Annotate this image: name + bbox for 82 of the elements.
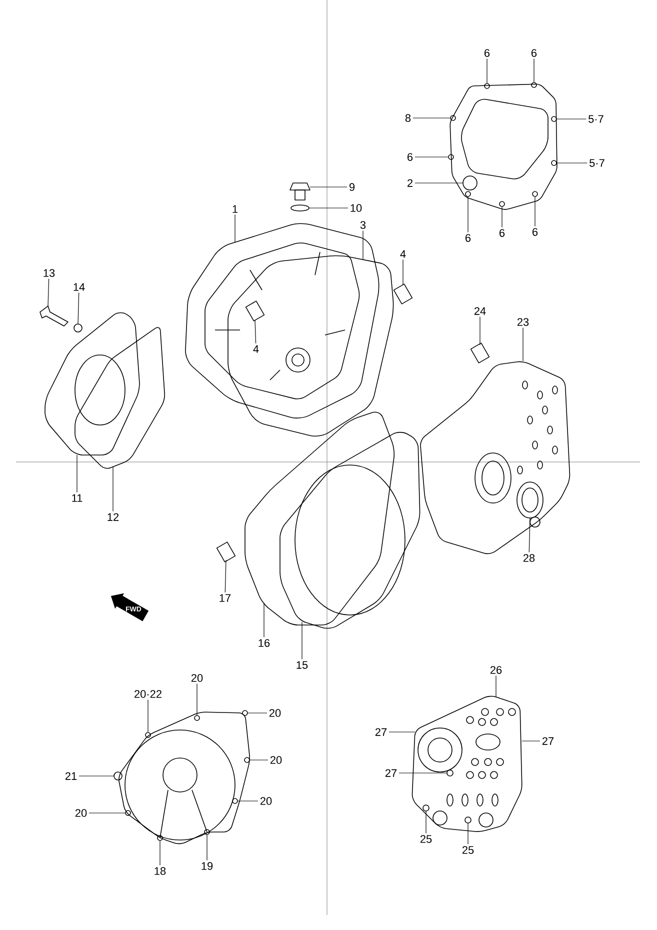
leader-line	[556, 118, 586, 120]
leader-line	[88, 812, 126, 814]
leader-line	[224, 560, 226, 593]
callout-number: 10	[350, 204, 362, 212]
gasket-drawing	[74, 327, 166, 469]
callout-number: 3	[360, 221, 366, 229]
leader-line	[248, 712, 268, 714]
leader-line	[310, 186, 348, 188]
leader-line	[414, 156, 448, 158]
washer-drawing	[74, 324, 82, 332]
callout-number: 5·7	[588, 115, 604, 123]
callout-number: 6	[408, 153, 413, 161]
leader-line	[522, 740, 540, 742]
callout-number: 23	[517, 318, 529, 326]
callout-number: 17	[220, 594, 231, 602]
leader-line	[534, 196, 536, 227]
leader-line	[402, 259, 404, 286]
callout-number: 12	[108, 513, 119, 521]
callout-number: 6	[532, 49, 537, 57]
cover-drawing	[114, 710, 250, 844]
callout-number: 15	[296, 661, 308, 669]
callout-number: 16	[258, 639, 270, 647]
cover-drawing	[448, 82, 558, 210]
washer-drawing	[290, 204, 310, 212]
cover-drawing	[44, 312, 140, 456]
leader-line	[78, 292, 80, 324]
callout-number: 20	[260, 797, 272, 805]
callout-number: 27	[375, 728, 387, 736]
leader-line	[206, 834, 208, 861]
callout-number: 20	[75, 809, 87, 817]
callout-number: 13	[44, 269, 55, 277]
leader-line	[48, 278, 50, 306]
leader-line	[196, 683, 198, 716]
gasket-drawing	[244, 412, 395, 626]
callout-number: 20	[269, 709, 281, 717]
callout-number: 26	[490, 666, 502, 674]
leader-line	[254, 320, 256, 344]
leader-line	[522, 327, 524, 362]
cover-drawing	[280, 432, 420, 629]
leader-line	[398, 772, 448, 774]
dowel-drawing	[216, 542, 236, 562]
callout-number: 24	[474, 307, 486, 315]
callout-number: 9	[349, 183, 355, 191]
callout-number: 14	[74, 283, 85, 291]
dowel-drawing	[393, 284, 413, 304]
bolt-drawing	[40, 306, 68, 326]
callout-number: 18	[154, 867, 166, 875]
callout-number: 4	[400, 250, 406, 258]
callout-number: 6	[466, 234, 471, 242]
callout-number: 5·7	[590, 159, 604, 167]
callout-number: 21	[65, 772, 77, 780]
callout-number: 19	[202, 862, 213, 870]
leader-line	[486, 58, 488, 84]
cover-drawing	[420, 361, 570, 554]
leader-line	[414, 182, 464, 184]
dowel-drawing	[470, 342, 490, 364]
cover-drawing	[412, 696, 522, 832]
cover-drawing	[185, 223, 380, 418]
callout-number: 2	[408, 179, 412, 187]
callout-number: 27	[542, 737, 554, 745]
leader-line	[76, 454, 78, 493]
leader-line	[238, 800, 258, 802]
callout-number: 20	[191, 674, 203, 682]
callout-number: 1	[232, 205, 238, 213]
callout-number: 27	[385, 769, 397, 777]
leader-line	[528, 518, 530, 553]
callout-number: 20·22	[134, 690, 162, 698]
leader-line	[112, 466, 114, 512]
callout-number: 6	[500, 229, 505, 237]
callout-number: 8	[405, 114, 411, 122]
callout-number: 6	[484, 49, 490, 57]
leader-line	[234, 214, 236, 242]
callout-number: 20	[270, 756, 282, 764]
gasket-drawing	[228, 255, 394, 437]
callout-number: 25	[462, 846, 474, 854]
plug-drawing	[290, 182, 310, 200]
callout-number: 25	[420, 835, 432, 843]
callout-number: 11	[72, 494, 82, 502]
callout-number: 28	[523, 554, 535, 562]
leader-line	[556, 162, 588, 164]
leader-line	[362, 230, 364, 260]
callout-number: 6	[532, 228, 538, 236]
